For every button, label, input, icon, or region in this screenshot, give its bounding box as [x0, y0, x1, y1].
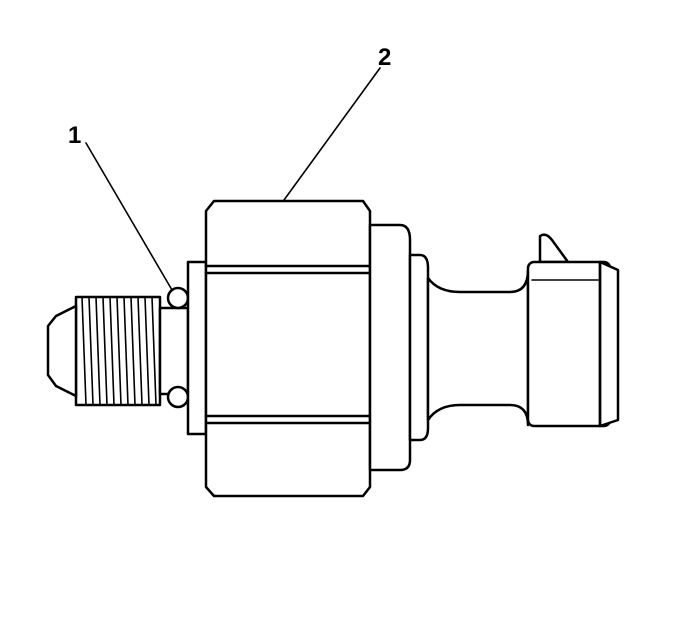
threaded-fitting [46, 295, 190, 407]
neck [426, 268, 530, 427]
thread-line [116, 296, 122, 406]
thread-line [123, 296, 129, 406]
thread-line [88, 296, 94, 406]
thread-line [137, 296, 143, 406]
leader-line-1 [85, 142, 173, 291]
callout-label-2: 2 [378, 44, 391, 71]
leader-line-2 [283, 67, 381, 201]
thread-line [109, 296, 115, 406]
body-step [408, 253, 430, 442]
flange-washer [186, 260, 208, 436]
callout-label-1: 1 [68, 122, 81, 149]
thread-line [81, 296, 87, 406]
electrical-connector [526, 233, 620, 428]
thread-line [130, 296, 136, 406]
hex-body [204, 199, 372, 498]
thread-lines [81, 296, 157, 406]
o-ring [166, 286, 190, 409]
thread-line [151, 296, 157, 406]
thread-line [144, 296, 150, 406]
body-collar [368, 223, 412, 472]
thread-line [95, 296, 101, 406]
thread-line [102, 296, 108, 406]
